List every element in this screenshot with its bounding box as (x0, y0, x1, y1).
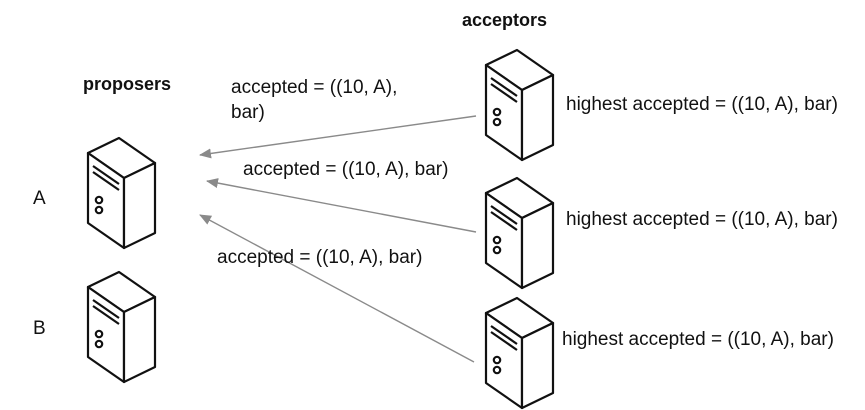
message-1-label: accepted = ((10, A), bar) (231, 75, 397, 125)
proposer-a-server-icon (86, 136, 157, 250)
accepted-arrow-1 (199, 115, 477, 159)
acceptors-heading: acceptors (462, 10, 548, 30)
message-1-line-2: bar) (231, 102, 265, 123)
message-3-label: accepted = ((10, A), bar) (217, 247, 423, 268)
message-2-label: accepted = ((10, A), bar) (243, 159, 449, 180)
proposer-b-server-icon (86, 270, 157, 384)
accepted-arrow-2 (206, 178, 477, 233)
proposer-a-label: A (33, 188, 46, 209)
message-1-line-1: accepted = ((10, A), (231, 77, 398, 98)
acceptor-3-server-icon (484, 296, 555, 410)
acceptor-3-state: highest accepted = ((10, A), bar) (562, 329, 834, 350)
proposer-b-label: B (33, 318, 46, 339)
acceptor-1-state: highest accepted = ((10, A), bar) (566, 94, 838, 115)
proposers-heading: proposers (83, 74, 172, 94)
acceptor-2-state: highest accepted = ((10, A), bar) (566, 209, 838, 230)
acceptor-2-server-icon (484, 176, 555, 290)
acceptor-1-server-icon (484, 48, 555, 162)
accepted-arrow-3 (199, 214, 475, 363)
